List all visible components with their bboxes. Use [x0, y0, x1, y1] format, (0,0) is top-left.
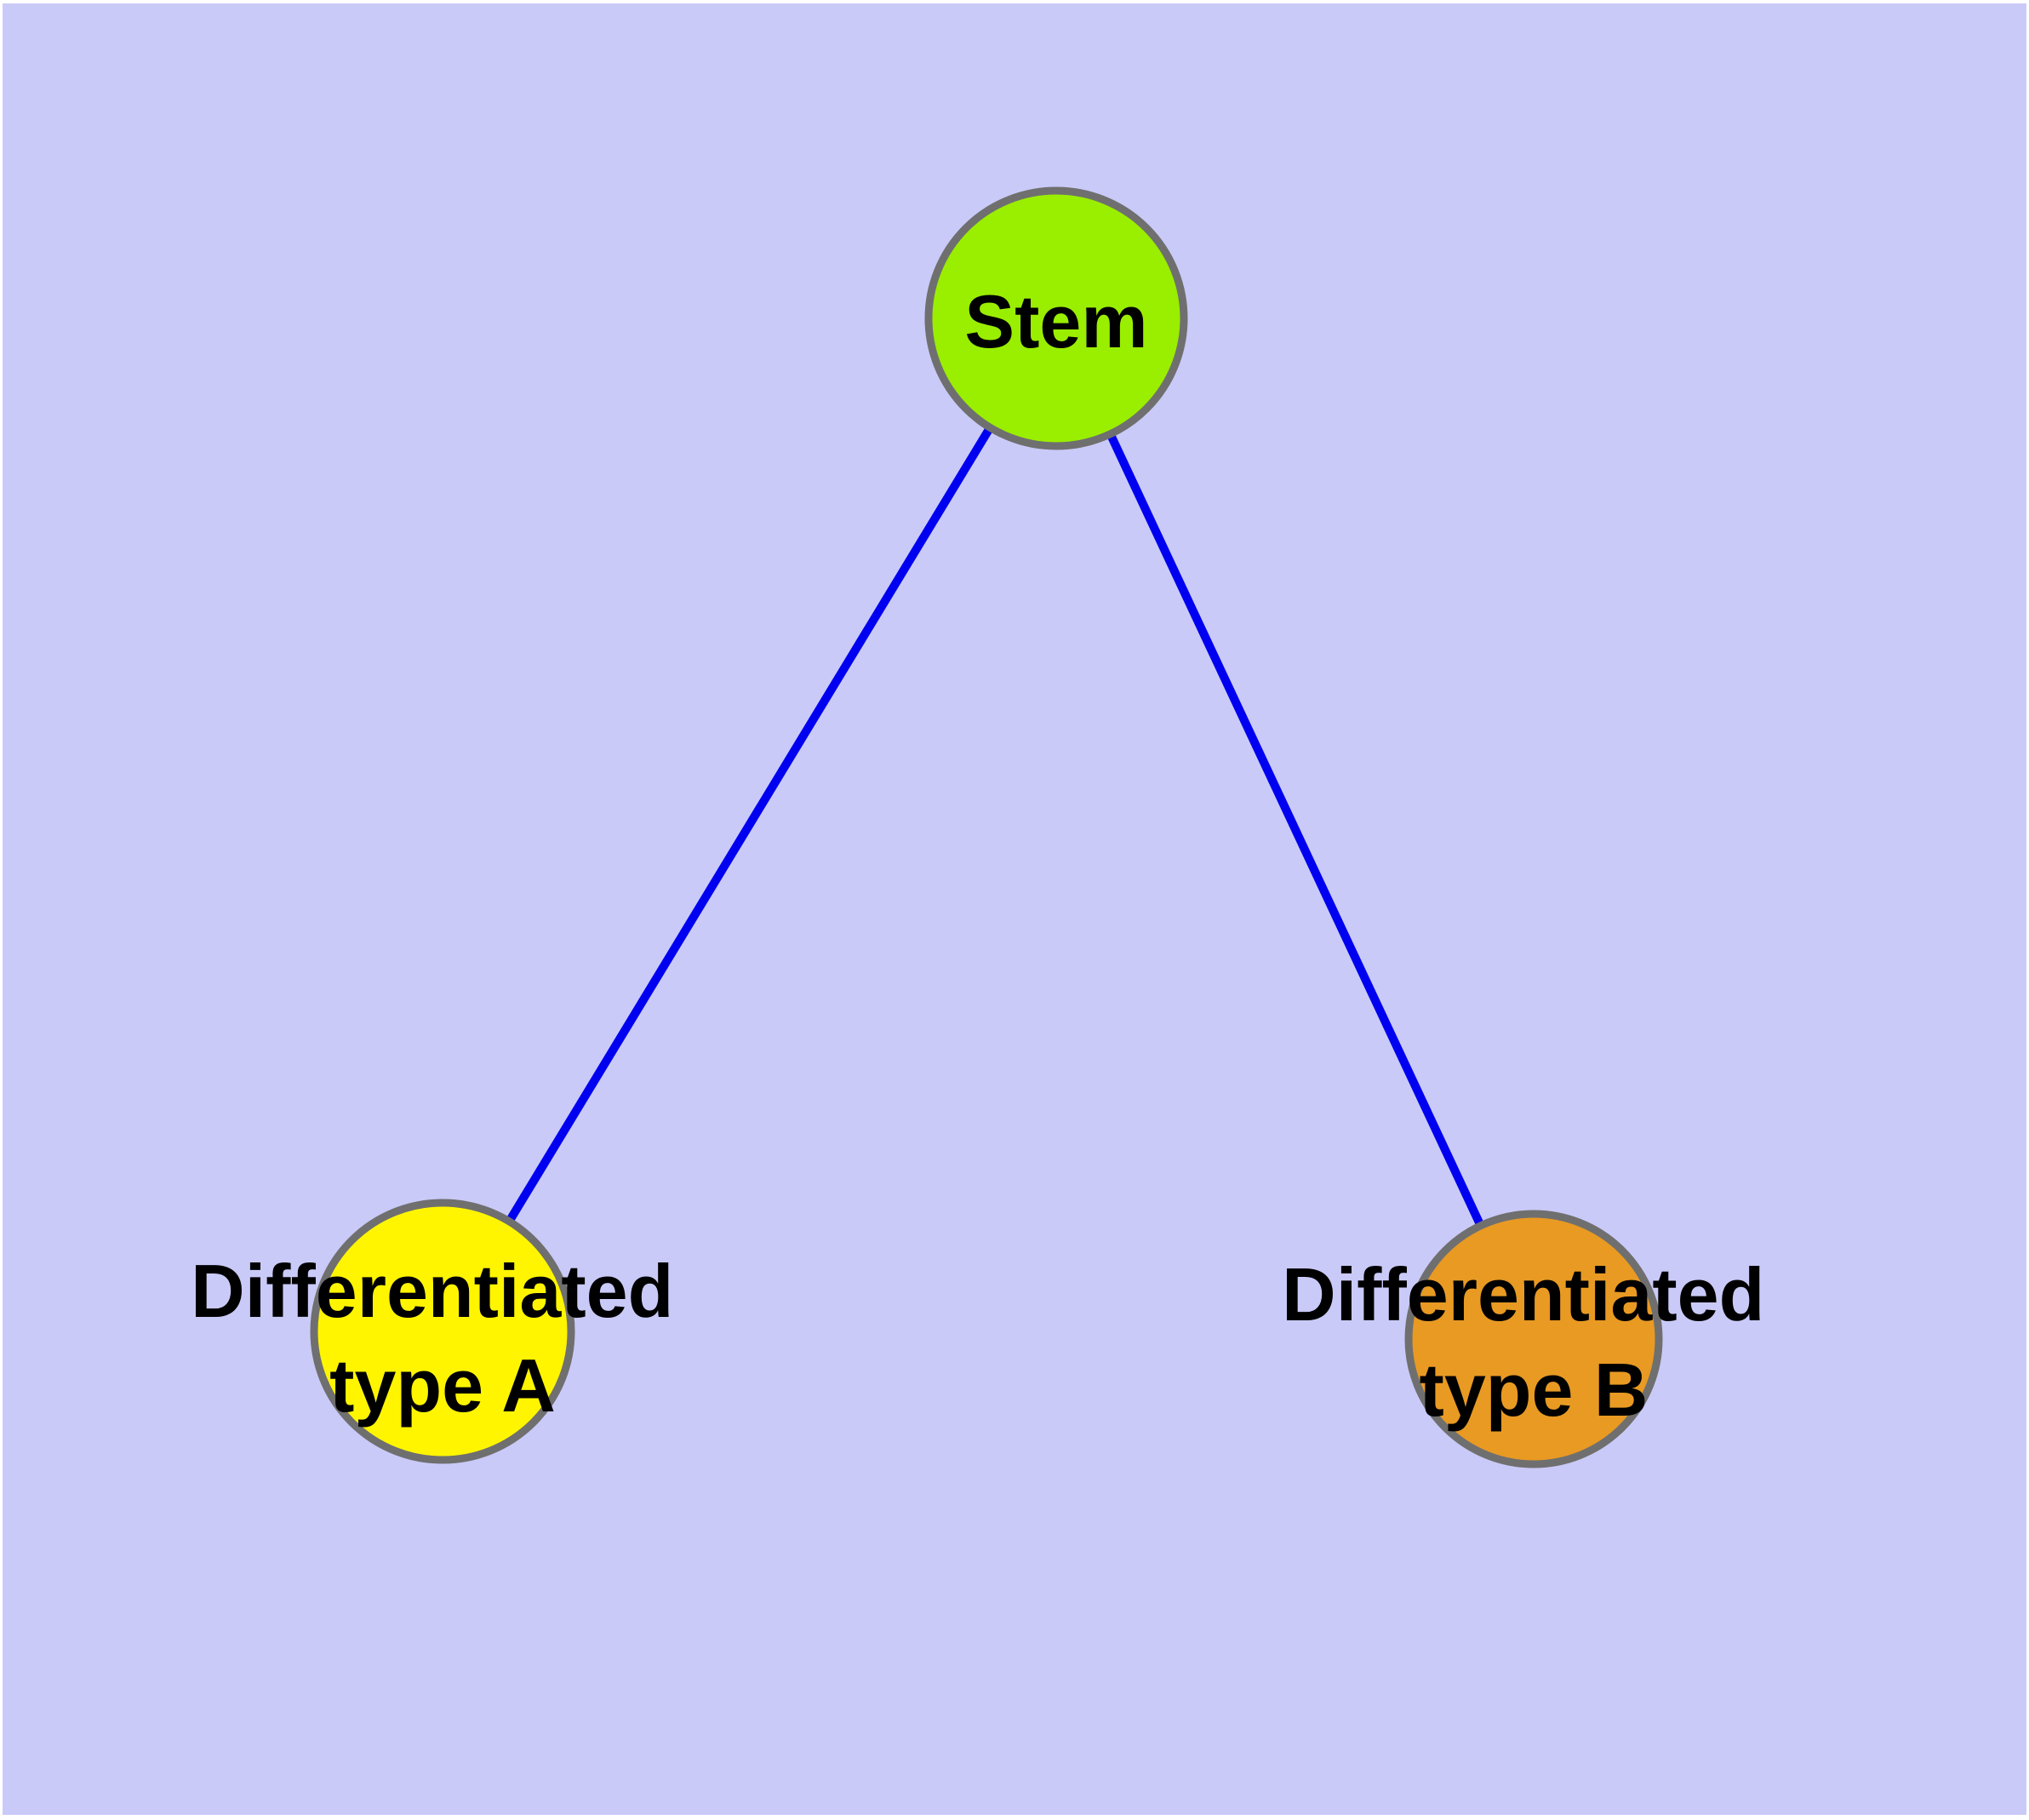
node-type-a-label: Differentiated type A — [191, 1249, 694, 1428]
node-differentiated-type-a — [310, 1199, 575, 1464]
label-layer: Stem Differentiated type A Differentiate… — [191, 279, 1786, 1432]
edge-stem-to-type-b — [1052, 316, 1538, 1342]
node-stem-label: Stem — [964, 279, 1147, 363]
node-differentiated-type-b — [1404, 1210, 1663, 1468]
node-type-a-label-line1: Differentiated — [191, 1249, 673, 1333]
node-type-b-label: Differentiated type B — [1282, 1252, 1786, 1432]
edge-layer — [438, 316, 1538, 1342]
node-type-b-label-line1: Differentiated — [1282, 1252, 1764, 1336]
node-type-b-label-line2: type B — [1420, 1348, 1649, 1432]
edge-stem-to-type-a — [438, 316, 1060, 1334]
node-stem — [924, 186, 1188, 450]
node-type-a-label-line2: type A — [329, 1343, 556, 1428]
node-stem-label-line: Stem — [964, 279, 1147, 363]
node-layer — [310, 186, 1663, 1468]
